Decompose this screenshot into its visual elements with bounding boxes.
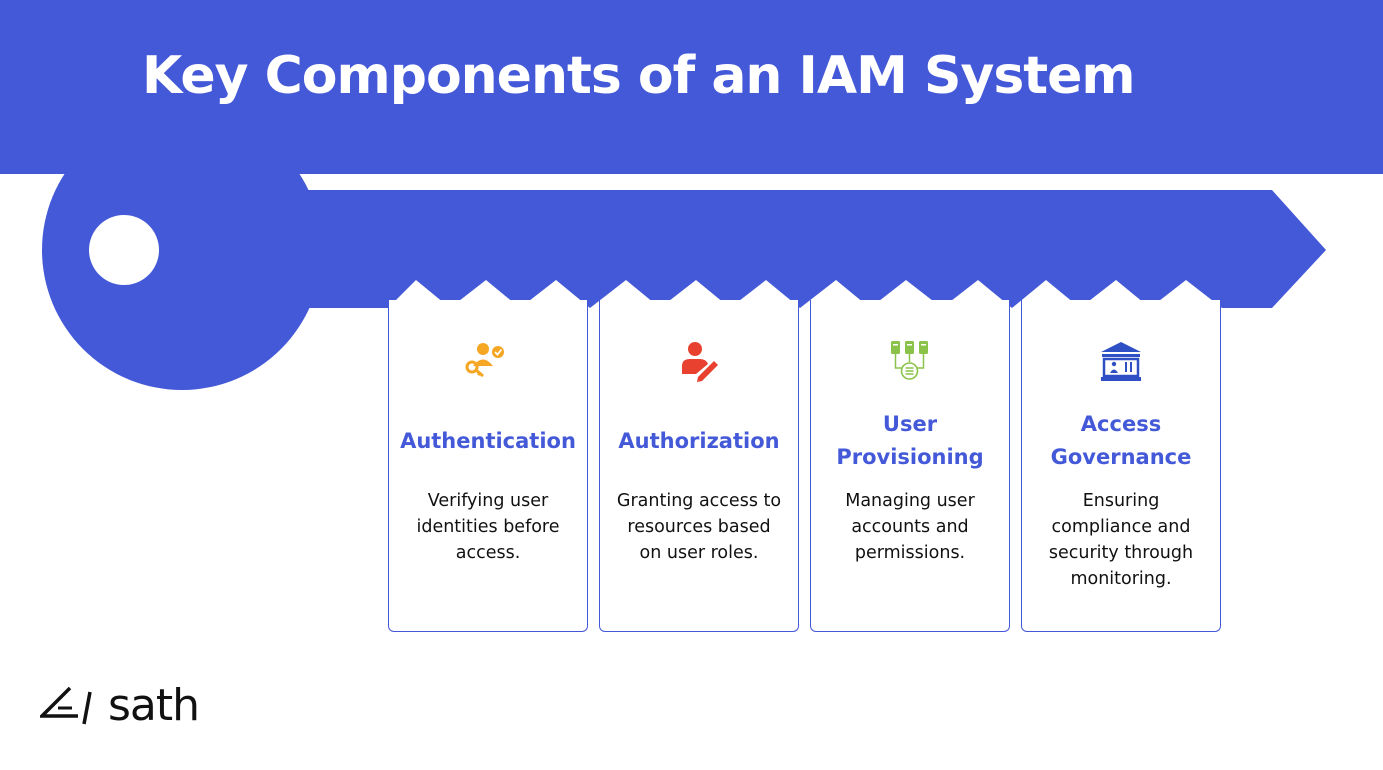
institution-icon — [1101, 342, 1141, 381]
logo-text: sath — [108, 680, 200, 731]
component-card-user-provisioning: User Provisioning Managing user accounts… — [810, 300, 1010, 632]
user-edit-icon — [682, 342, 718, 382]
component-card-authorization: Authorization Granting access to resourc… — [599, 300, 799, 632]
card-title: Authorization — [618, 428, 780, 453]
users-check-icon — [465, 343, 504, 378]
card-description: Managing user accounts and permissions. — [845, 491, 975, 563]
component-card-access-governance: Access Governance Ensuring compliance an… — [1021, 300, 1221, 632]
page-title: Key Components of an IAM System — [142, 46, 1136, 106]
card-title: Authentication — [400, 428, 576, 453]
sath-logo — [40, 686, 92, 725]
servers-network-icon — [891, 341, 928, 380]
key-shaft — [250, 190, 1326, 308]
card-description: Ensuring compliance and security through… — [1048, 491, 1194, 589]
card-title: Access Governance — [1050, 412, 1192, 469]
key-hole — [89, 215, 159, 285]
card-description: Granting access to resources based on us… — [616, 491, 782, 563]
component-card-authentication: Authentication Verifying user identities… — [388, 300, 588, 632]
key-bow — [42, 110, 322, 390]
key-graphic — [0, 0, 1383, 390]
card-description: Verifying user identities before access. — [416, 491, 560, 563]
card-title: User Provisioning — [836, 412, 984, 469]
